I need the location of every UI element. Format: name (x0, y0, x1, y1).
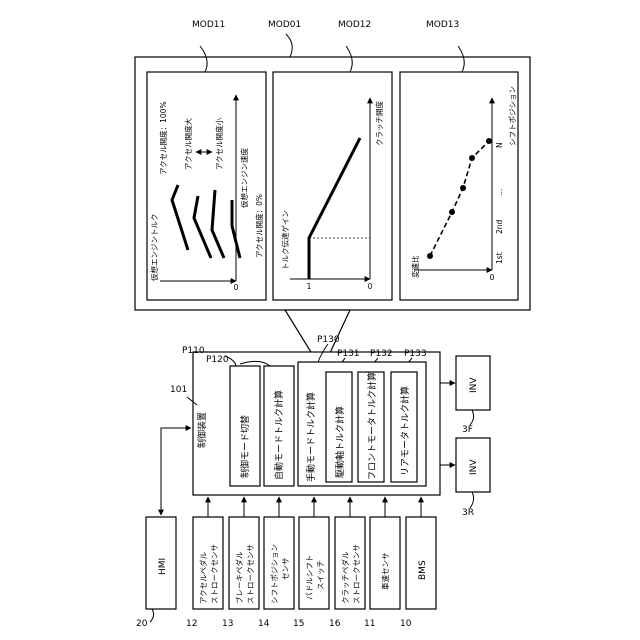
graph3-point (469, 155, 475, 161)
drive-shaft-label: 駆動軸トルク計算 (334, 406, 346, 478)
graph1-label-100: アクセル開度：100% (158, 101, 168, 175)
manual-mode-label: 手動モードトルク計算 (305, 392, 317, 482)
graph3-origin: 0 (490, 273, 495, 282)
clutch-sensor-label-2: ストロークセンサ (352, 544, 361, 604)
mod01-ref: MOD01 (268, 20, 301, 30)
graph1-label-small: アクセル開度小 (214, 117, 224, 170)
sensor-brake: ブレーキペダル ストロークセンサ 13 (222, 497, 259, 629)
sensor-accel: アクセルペダル ストロークセンサ 12 (186, 497, 223, 629)
sensor-paddle: パドルシフト スイッチ 15 (293, 497, 329, 629)
brake-sensor-label-1: ブレーキペダル (234, 551, 244, 604)
ref-p110: P110 (182, 346, 205, 356)
clutch-sensor-ref: 16 (329, 619, 341, 629)
graph3-y-label: 変速比 (410, 255, 420, 278)
hmi-leader (150, 609, 154, 622)
brake-sensor-label-2: ストロークセンサ (246, 544, 255, 604)
ref-p133: P133 (404, 349, 427, 359)
hmi-ref: 20 (136, 619, 148, 629)
graph2-ytick: 1 (307, 282, 312, 291)
sensor-clutch: クラッチペダル ストロークセンサ 16 (329, 497, 365, 629)
paddle-switch-ref: 15 (293, 619, 304, 629)
graph3-point (449, 209, 455, 215)
inverter-front-label: INV (469, 377, 479, 393)
mod11-ref: MOD11 (192, 20, 225, 30)
mod12-ref: MOD12 (338, 20, 371, 30)
shift-sensor-label-2: センサ (281, 558, 290, 581)
rear-motor-label: リアモータトルク計算 (399, 386, 411, 476)
graph3-point (427, 253, 433, 259)
graph3-x-label: シフトポジション (508, 86, 517, 146)
inverter-rear-leader (470, 492, 474, 508)
inverter-rear-label: INV (469, 459, 479, 475)
graph1-origin: 0 (234, 283, 239, 292)
mode-switch-label: 制御モード切替 (239, 415, 251, 478)
bms-ref: 10 (400, 619, 412, 629)
graph2-x-label: クラッチ開度 (374, 101, 384, 146)
graph3-point (460, 185, 466, 191)
graph2-y-label: トルク伝達ゲイン (280, 210, 290, 270)
front-motor-label: フロントモータトルク計算 (366, 372, 378, 480)
sensor-bms: BMS 10 (400, 497, 436, 629)
sensor-speed: 車速センサ 11 (364, 497, 400, 629)
shift-sensor-ref: 14 (258, 619, 270, 629)
sensor-shift: シフトポジション センサ 14 (258, 497, 294, 629)
accel-sensor-label-2: ストロークセンサ (210, 544, 219, 604)
speed-sensor-label: 車速センサ (380, 553, 390, 591)
auto-mode-label: 自動モードトルク計算 (273, 390, 285, 480)
inverter-front-ref: 3F (462, 425, 473, 435)
clutch-sensor-label-1: クラッチペダル (340, 551, 350, 604)
graph1-y-label: 仮想エンジントルク (149, 214, 159, 282)
hmi-link (161, 428, 191, 515)
inverter-rear-ref: 3R (462, 508, 474, 518)
mod13-ref: MOD13 (426, 20, 459, 30)
graph3-tick-dots: … (495, 189, 504, 197)
mod01-leader (286, 34, 292, 57)
inverter-front-leader (470, 410, 474, 425)
graph2-origin: 0 (368, 282, 373, 291)
accel-sensor-label-1: アクセルペダル (198, 551, 208, 604)
graph3-point (486, 138, 492, 144)
graph1-label-big: アクセル開度大 (183, 117, 193, 170)
shift-sensor-label-1: シフトポジション (270, 544, 279, 604)
accel-sensor-ref: 12 (186, 619, 197, 629)
speed-sensor-ref: 11 (364, 619, 375, 629)
graph1-x-label: 仮想エンジン速度 (239, 148, 249, 208)
graph3-tick-1st: 1st (495, 252, 504, 264)
graph3-tick-n: N (495, 142, 504, 148)
ref-p130: P130 (317, 335, 340, 345)
paddle-switch-label-2: スイッチ (316, 560, 325, 590)
graph3-tick-2nd: 2nd (495, 219, 504, 234)
ref-p132: P132 (370, 349, 393, 359)
ref-p131: P131 (337, 349, 360, 359)
bms-label: BMS (418, 560, 428, 580)
graph1-label-0: アクセル開度：0% (254, 194, 264, 258)
controller-ref: 101 (170, 385, 187, 395)
controller-title: 制御装置 (196, 412, 208, 448)
hmi-label: HMI (158, 558, 168, 575)
brake-sensor-ref: 13 (222, 619, 233, 629)
paddle-switch-label-1: パドルシフト (305, 555, 314, 600)
